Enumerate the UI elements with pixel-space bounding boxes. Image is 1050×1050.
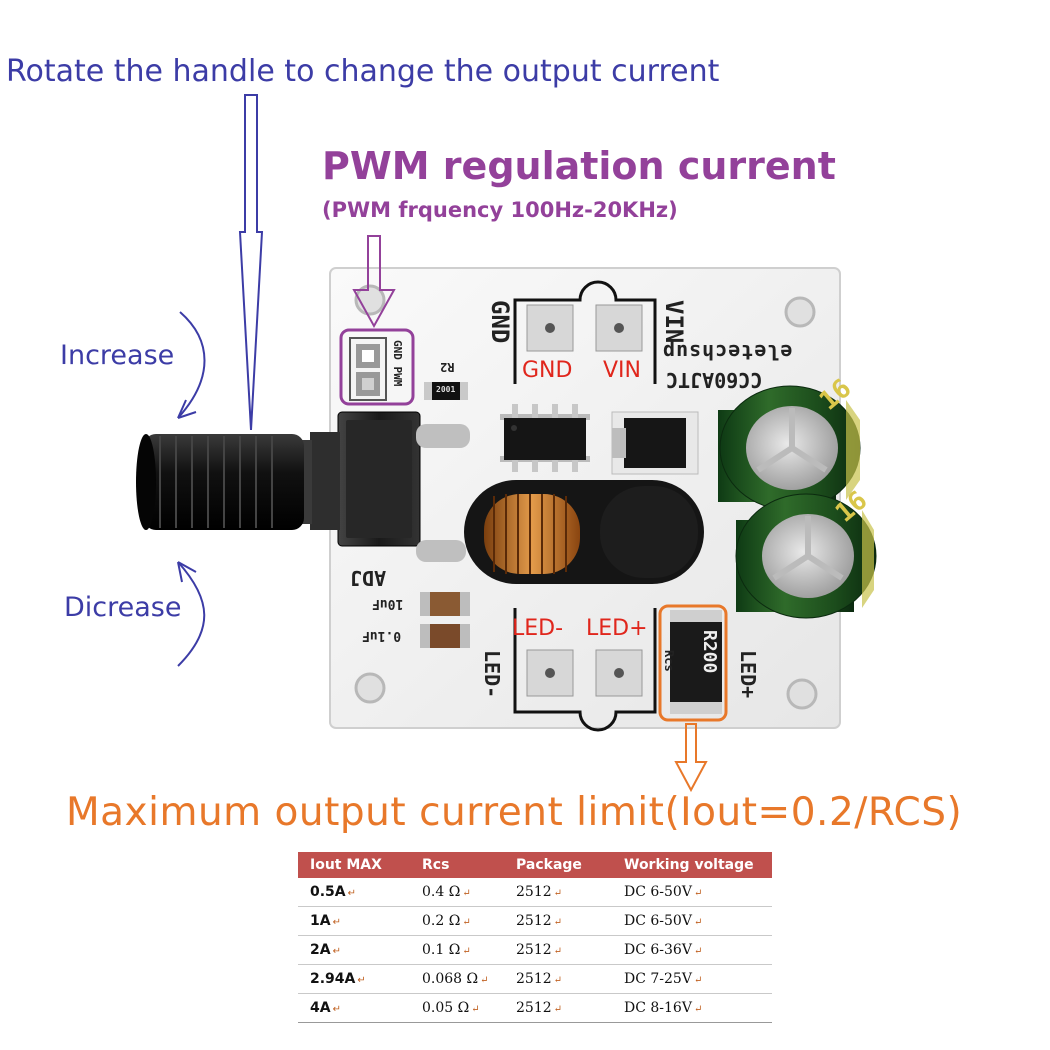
silk-cap1: 10uF: [372, 596, 404, 611]
table-row: 2.94A↵ 0.068 Ω↵ 2512↵ DC 7-25V↵: [298, 964, 772, 994]
increase-label: Increase: [60, 340, 175, 371]
capacitor-top: [718, 385, 861, 511]
silk-led-minus: LED-: [480, 650, 504, 699]
return-mark: ↵: [357, 975, 366, 986]
cell-iout: 0.5A: [310, 884, 346, 900]
return-mark: ↵: [553, 1004, 563, 1015]
rcs-resistor: [670, 610, 722, 714]
silk-gnd: GND: [486, 300, 514, 344]
rotate-instruction: Rotate the handle to change the output c…: [6, 54, 720, 89]
pwm-title: PWM regulation current: [322, 144, 836, 188]
return-mark: ↵: [693, 946, 703, 957]
table-row: 2A↵ 0.1 Ω↵ 2512↵ DC 6-36V↵: [298, 935, 772, 965]
cell-voltage: DC 6-36V: [624, 942, 692, 958]
return-mark: ↵: [332, 1004, 341, 1015]
return-mark: ↵: [347, 888, 357, 899]
silk-brand: eletechsup: [662, 340, 793, 364]
return-mark: ↵: [553, 888, 563, 899]
cell-rcs: 0.068 Ω: [422, 971, 479, 987]
cap-10uf: [420, 592, 470, 616]
table-row: 0.5A↵ 0.4 Ω↵ 2512↵ DC 6-50V↵: [298, 878, 772, 907]
decrease-label: Dicrease: [64, 592, 182, 623]
cell-iout: 2A: [310, 942, 331, 958]
cell-package: 2512: [516, 913, 552, 929]
return-mark: ↵: [480, 975, 489, 986]
silk-adj: ADJ: [350, 566, 387, 590]
header-voltage: Working voltage: [612, 852, 772, 878]
r2-resistor: [424, 382, 468, 400]
return-mark: ↵: [693, 888, 703, 899]
cell-iout: 2.94A: [310, 971, 356, 987]
table-header-row: Iout MAX Rcs Package Working voltage: [298, 852, 772, 878]
silk-r2: R2: [440, 360, 455, 374]
capacitor-bottom: [735, 493, 877, 619]
label-led-minus: LED-: [512, 616, 564, 641]
cell-iout: 1A: [310, 913, 331, 929]
spec-table: Iout MAX Rcs Package Working voltage 0.5…: [298, 852, 772, 1023]
silk-vin: VIN: [660, 300, 688, 344]
cell-package: 2512: [516, 942, 552, 958]
decrease-arrow-icon: [177, 561, 206, 667]
silk-pwm-header: GND PWM: [391, 340, 404, 387]
return-mark: ↵: [693, 917, 703, 928]
return-mark: ↵: [462, 917, 471, 928]
resistor-code: R200: [699, 630, 720, 674]
silk-rcs: Rcs: [662, 650, 676, 672]
cell-rcs: 0.1 Ω: [422, 942, 461, 958]
cell-rcs: 0.4 Ω: [422, 884, 461, 900]
cap-0-1uf: [420, 624, 470, 648]
header-iout: Iout MAX: [298, 852, 410, 878]
top-terminals: [513, 280, 657, 384]
silk-led-plus: LED+: [736, 650, 760, 699]
silk-cap2: 0.1uF: [362, 628, 402, 643]
ic-chip: [500, 404, 590, 472]
table-row: 1A↵ 0.2 Ω↵ 2512↵ DC 6-50V↵: [298, 906, 772, 936]
cell-rcs: 0.2 Ω: [422, 913, 461, 929]
return-mark: ↵: [462, 888, 471, 899]
cell-voltage: DC 8-16V: [624, 1000, 692, 1016]
silk-r2-value: 2001: [436, 385, 456, 394]
increase-arrow-icon: [177, 311, 206, 419]
cell-voltage: DC 6-50V: [624, 884, 692, 900]
return-mark: ↵: [332, 946, 341, 957]
cell-package: 2512: [516, 884, 552, 900]
return-mark: ↵: [553, 975, 563, 986]
potentiometer-knob: [136, 411, 470, 562]
cell-voltage: DC 6-50V: [624, 913, 692, 929]
return-mark: ↵: [471, 1004, 480, 1015]
label-vin: VIN: [603, 358, 641, 383]
return-mark: ↵: [332, 917, 341, 928]
pwm-arrow: [352, 235, 396, 329]
return-mark: ↵: [553, 946, 563, 957]
label-led-plus: LED+: [586, 616, 648, 641]
rotate-arrow: [238, 94, 264, 431]
cell-voltage: DC 7-25V: [624, 971, 692, 987]
silk-model: CC60AJTC: [666, 368, 763, 392]
header-rcs: Rcs: [410, 852, 504, 878]
rcs-highlight-box: [658, 604, 728, 722]
diode: [611, 411, 699, 475]
cell-iout: 4A: [310, 1000, 331, 1016]
header-package: Package: [504, 852, 612, 878]
cell-rcs: 0.05 Ω: [422, 1000, 470, 1016]
bottom-terminals: [513, 608, 657, 732]
rcs-arrow: [674, 723, 708, 793]
label-gnd: GND: [522, 358, 573, 383]
cell-package: 2512: [516, 1000, 552, 1016]
return-mark: ↵: [693, 975, 703, 986]
pwm-highlight-box: [339, 328, 415, 406]
return-mark: ↵: [693, 1004, 703, 1015]
pwm-subtitle: (PWM frquency 100Hz-20KHz): [322, 198, 678, 222]
return-mark: ↵: [462, 946, 471, 957]
cell-package: 2512: [516, 971, 552, 987]
pwm-header: [349, 337, 387, 401]
max-current-caption: Maximum output current limit(Iout=0.2/RC…: [66, 790, 963, 835]
return-mark: ↵: [553, 917, 563, 928]
inductor: [464, 480, 704, 584]
table-row: 4A↵ 0.05 Ω↵ 2512↵ DC 8-16V↵: [298, 993, 772, 1023]
